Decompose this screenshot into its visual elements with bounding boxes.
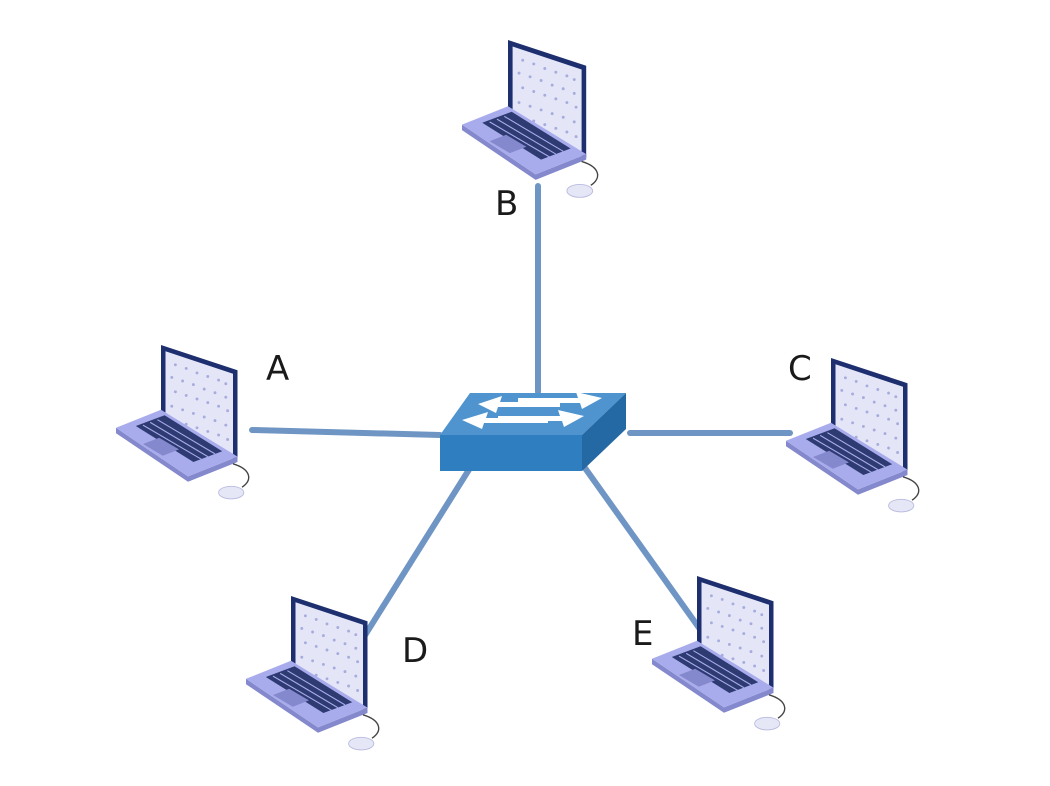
node-labels: A B C D E [266,184,812,671]
node-label-c: C [788,349,812,389]
node-label-e: E [632,614,653,654]
network-links [249,183,793,643]
node-label-d: D [402,631,428,671]
link-switch-e [582,465,705,635]
laptop-icon-b [461,39,599,199]
node-label-a: A [266,349,289,389]
network-switch-icon [440,392,626,471]
laptop-icon-a [115,344,250,500]
node-label-b: B [495,184,518,224]
link-switch-d [359,465,473,643]
link-switch-a [249,427,443,438]
laptop-icon-e [651,575,786,731]
laptop-icon-d [245,595,380,751]
